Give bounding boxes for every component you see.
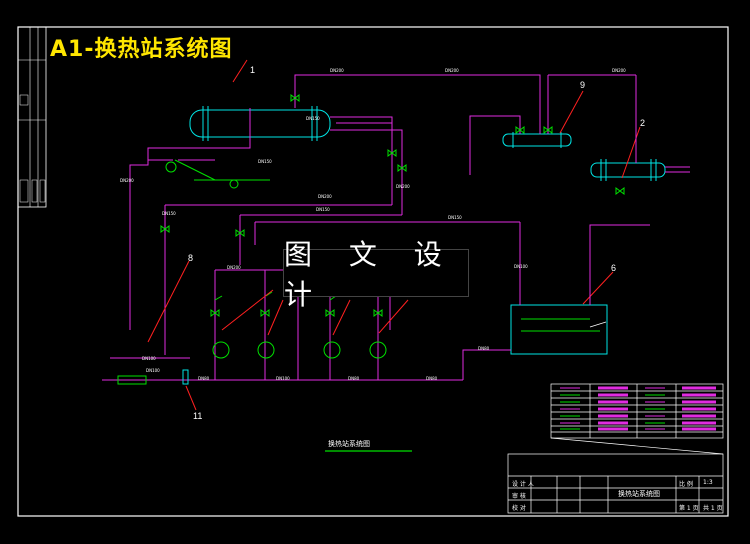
heat-exchanger-9 bbox=[502, 132, 572, 148]
callout-9: 9 bbox=[580, 80, 586, 90]
legend-symbols bbox=[560, 386, 716, 431]
legend-table bbox=[550, 383, 724, 455]
diagram-caption: 换热站系统图 bbox=[328, 440, 370, 448]
pipe-size-label: DN80 bbox=[198, 376, 210, 381]
pipe-size-label: DN200 bbox=[120, 178, 134, 183]
tb-scale-label: 比 例 bbox=[679, 481, 693, 488]
pipe-size-label: DN150 bbox=[306, 116, 320, 121]
pipe-size-label: DN150 bbox=[316, 207, 330, 212]
binding-strip bbox=[17, 26, 47, 208]
callout-8: 8 bbox=[188, 253, 194, 263]
valves bbox=[160, 94, 625, 317]
pipe-size-label: DN100 bbox=[146, 368, 160, 373]
pipe-size-label: DN100 bbox=[514, 264, 528, 269]
pipe-size-label: DN80 bbox=[426, 376, 438, 381]
pipe-size-label: DN80 bbox=[348, 376, 360, 381]
callout-2: 2 bbox=[640, 118, 646, 128]
pipe-size-label: DN200 bbox=[227, 265, 241, 270]
watermark: 图 文 设 计 bbox=[283, 238, 469, 311]
pipe-size-label: DN100 bbox=[276, 376, 290, 381]
tb-scale: 1:3 bbox=[703, 479, 713, 486]
callout-6: 6 bbox=[611, 263, 617, 273]
tb-total: 共 1 页 bbox=[703, 505, 723, 512]
pumps bbox=[117, 161, 387, 385]
tb-drawing-name: 换热站系统图 bbox=[618, 490, 660, 498]
tb-checker: 校 对 bbox=[512, 505, 526, 512]
pipe-size-label: DN150 bbox=[162, 211, 176, 216]
callout-11: 11 bbox=[193, 411, 203, 421]
tb-reviewer: 审 核 bbox=[512, 493, 526, 500]
water-tank-6 bbox=[510, 304, 608, 355]
drawing-title: A1-换热站系统图 bbox=[50, 37, 233, 62]
outer-frame bbox=[17, 26, 729, 517]
pipe-size-label: DN150 bbox=[448, 215, 462, 220]
pipe-size-label: DN200 bbox=[445, 68, 459, 73]
pipe-size-label: DN200 bbox=[318, 194, 332, 199]
title-block bbox=[507, 453, 724, 514]
pipe-size-label: DN100 bbox=[142, 356, 156, 361]
pipe-size-label: DN80 bbox=[478, 346, 490, 351]
pipe-size-label: DN200 bbox=[612, 68, 626, 73]
heat-exchanger-1 bbox=[189, 106, 331, 141]
pipe-size-label: DN150 bbox=[258, 159, 272, 164]
heat-exchanger-2 bbox=[590, 159, 666, 181]
pipe-network bbox=[102, 74, 650, 381]
callout-1: 1 bbox=[250, 65, 256, 75]
pipe-size-label: DN200 bbox=[396, 184, 410, 189]
tb-sheet: 第 1 页 bbox=[679, 505, 699, 512]
pipe-size-label: DN200 bbox=[330, 68, 344, 73]
tb-designer: 设 计 人 bbox=[512, 481, 534, 488]
